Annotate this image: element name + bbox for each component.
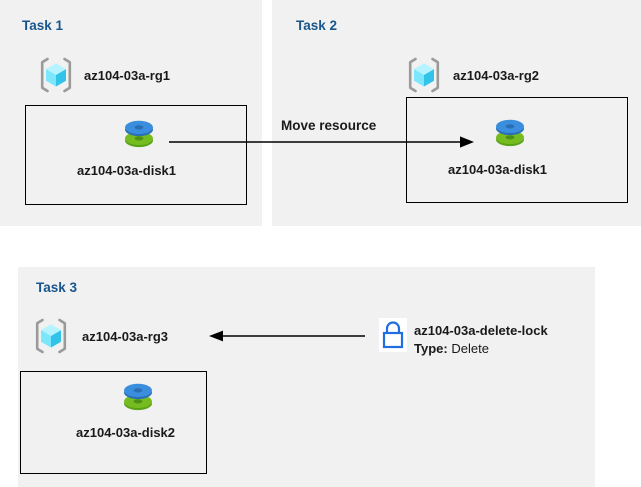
managed-disk-icon <box>119 113 159 153</box>
task2-resource-box <box>406 97 628 203</box>
task3-title: Task 3 <box>36 280 78 295</box>
lock-type-row: Type: Delete <box>414 341 489 356</box>
task1-resource-box <box>25 105 247 205</box>
resource-group-icon <box>406 56 442 94</box>
task1-title: Task 1 <box>22 18 64 33</box>
task1-disk-label: az104-03a-disk1 <box>77 163 177 178</box>
resource-group-icon <box>38 56 74 94</box>
task1-panel <box>0 0 262 226</box>
lock-icon <box>379 318 407 352</box>
task3-panel <box>18 267 595 487</box>
managed-disk-icon <box>490 112 530 152</box>
lock-name-label: az104-03a-delete-lock <box>414 323 548 338</box>
task2-resource-group-label: az104-03a-rg2 <box>453 68 539 83</box>
arrow-right-icon <box>169 136 474 148</box>
lock-type-label: Type: <box>414 341 448 356</box>
task1-resource-group-label: az104-03a-rg1 <box>84 68 170 83</box>
task2-title: Task 2 <box>296 18 338 33</box>
task2-panel <box>272 0 641 226</box>
resource-group-icon <box>33 317 69 355</box>
arrow-left-icon <box>209 330 365 342</box>
managed-disk-icon <box>118 376 158 416</box>
lock-type-value: Delete <box>451 341 489 356</box>
task3-resource-box <box>20 371 207 474</box>
task3-disk-label: az104-03a-disk2 <box>76 425 176 440</box>
task3-resource-group-label: az104-03a-rg3 <box>82 329 168 344</box>
move-resource-label: Move resource <box>281 118 377 133</box>
task2-disk-label: az104-03a-disk1 <box>448 162 548 177</box>
